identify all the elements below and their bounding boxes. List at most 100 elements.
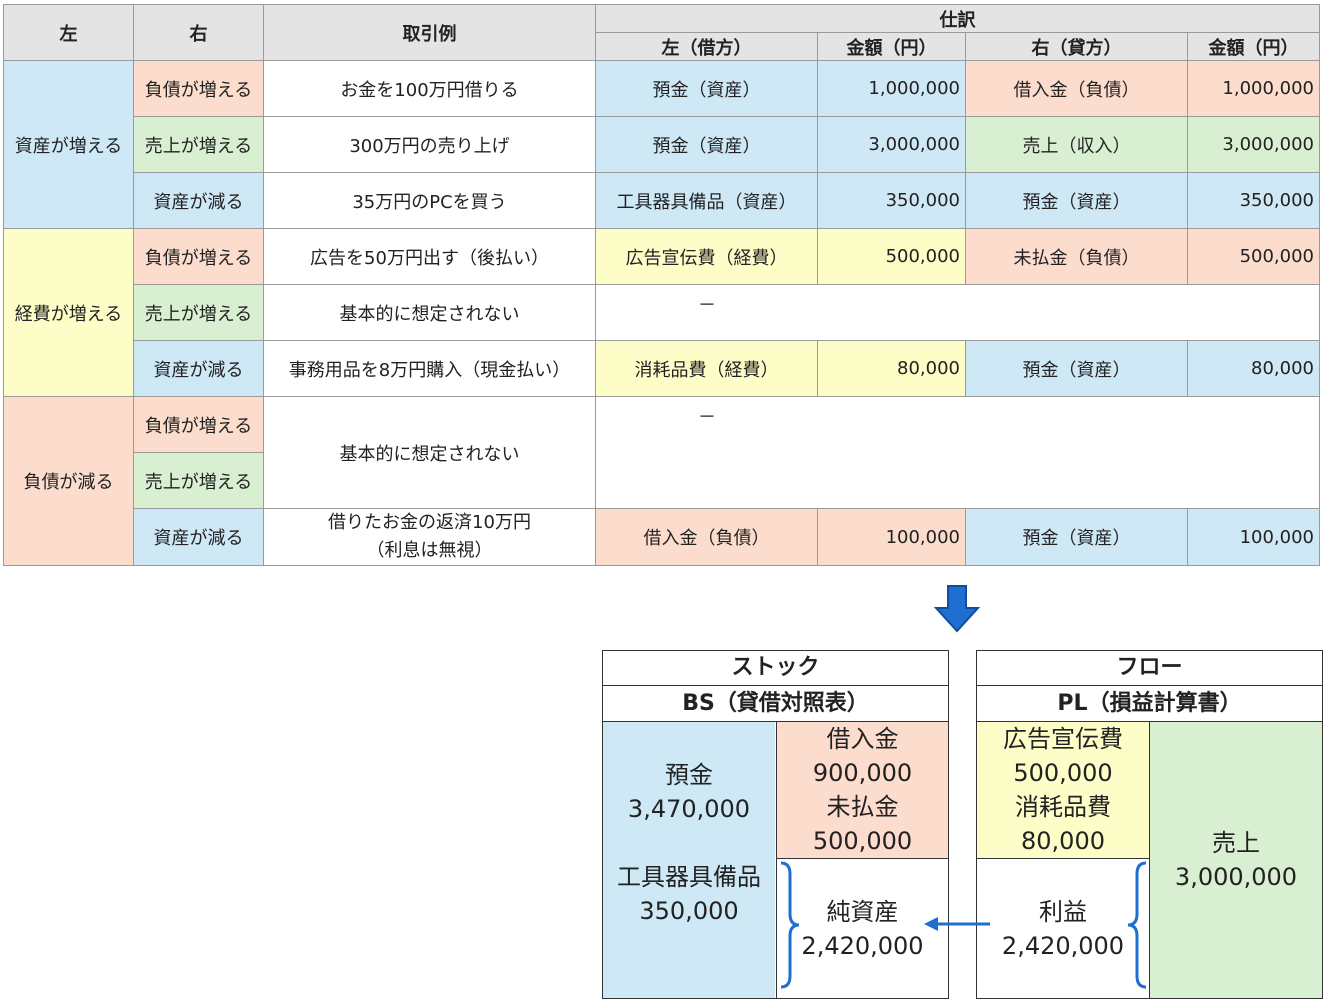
pl-brace-icon bbox=[1127, 861, 1147, 989]
row-debit: 預金（資産） bbox=[595, 60, 818, 117]
down-arrow-icon bbox=[934, 585, 980, 633]
row-credit-amount: 350,000 bbox=[1187, 172, 1320, 229]
header-debit-amount: 金額（円） bbox=[817, 32, 966, 61]
table-row: 資産が減る 事務用品を8万円購入（現金払い） 消耗品費（経費） 80,000 預… bbox=[4, 340, 1320, 397]
header-right: 右 bbox=[133, 4, 264, 61]
bs-assets: 預金 3,470,000 工具器具備品 350,000 bbox=[603, 722, 775, 998]
row-right: 売上が増える bbox=[133, 452, 264, 509]
pl-profit-label: 利益 bbox=[1039, 898, 1087, 926]
bs-equipment-value: 350,000 bbox=[639, 897, 739, 925]
table-row: 資産が減る 35万円のPCを買う 工具器具備品（資産） 350,000 預金（資… bbox=[4, 172, 1320, 229]
bs-liabilities: 借入金 900,000 未払金 500,000 bbox=[776, 722, 948, 859]
bs-unpaid-value: 500,000 bbox=[812, 827, 913, 855]
group-asset-up: 資産が増える bbox=[3, 60, 134, 229]
pl-ad-value: 500,000 bbox=[1013, 759, 1113, 787]
pl-ad-label: 広告宣伝費 bbox=[1003, 725, 1123, 753]
row-debit: 借入金（負債） bbox=[595, 508, 818, 566]
bs-loan-value: 900,000 bbox=[812, 759, 913, 787]
row-right: 売上が増える bbox=[133, 116, 264, 173]
row-credit-amount: 3,000,000 bbox=[1187, 116, 1320, 173]
row-debit-amount: 100,000 bbox=[817, 508, 966, 566]
pl-title: PL（損益計算書） bbox=[976, 685, 1323, 722]
row-right: 負債が増える bbox=[133, 228, 264, 285]
row-debit-amount: 500,000 bbox=[817, 228, 966, 285]
pl-sales-value: 3,000,000 bbox=[1174, 863, 1298, 891]
group-liability-down: 負債が減る bbox=[3, 396, 134, 566]
pl-title-flow: フロー bbox=[976, 650, 1323, 686]
bs-deposit-value: 3,470,000 bbox=[627, 795, 751, 823]
table-row: 売上が増える 基本的に想定されない － bbox=[4, 284, 1320, 341]
table-row: 経費が増える 負債が増える 広告を50万円出す（後払い） 広告宣伝費（経費） 5… bbox=[3, 228, 1320, 397]
row-dash: － bbox=[595, 284, 1320, 341]
row-example: 300万円の売り上げ bbox=[263, 116, 596, 173]
row-dash: － bbox=[595, 396, 1320, 509]
row-example-line1: 借りたお金の返済10万円 bbox=[328, 512, 531, 533]
row-example: 基本的に想定されない bbox=[263, 284, 596, 341]
row-debit: 工具器具備品（資産） bbox=[595, 172, 818, 229]
row-example: お金を100万円借りる bbox=[263, 60, 596, 117]
bs-loan-label: 借入金 bbox=[826, 725, 899, 753]
bs-title: BS（貸借対照表） bbox=[602, 685, 949, 722]
row-credit: 預金（資産） bbox=[965, 508, 1188, 566]
row-example-line2: （利息は無視） bbox=[366, 540, 493, 561]
row-credit-amount: 80,000 bbox=[1187, 340, 1320, 397]
row-example: 借りたお金の返済10万円 （利息は無視） bbox=[263, 508, 596, 566]
pl-supplies-label: 消耗品費 bbox=[1015, 793, 1111, 821]
row-example: 広告を50万円出す（後払い） bbox=[263, 228, 596, 285]
row-debit-amount: 1,000,000 bbox=[817, 60, 966, 117]
journal-table: 左 右 取引例 仕訳 左（借方） 金額（円） 右（貸方） 金額（円） 資産が増え… bbox=[3, 4, 1320, 566]
header-left: 左 bbox=[3, 4, 134, 61]
table-row: 売上が増える bbox=[4, 452, 1320, 509]
table-row: 負債が減る 負債が増える 基本的に想定されない － bbox=[3, 396, 1320, 566]
row-debit-amount: 80,000 bbox=[817, 340, 966, 397]
row-credit-amount: 500,000 bbox=[1187, 228, 1320, 285]
bs-brace-icon bbox=[780, 861, 800, 989]
header-credit-amount: 金額（円） bbox=[1187, 32, 1320, 61]
row-credit: 売上（収入） bbox=[965, 116, 1188, 173]
header-credit: 右（貸方） bbox=[965, 32, 1188, 61]
bs-equipment-label: 工具器具備品 bbox=[617, 863, 761, 891]
table-row: 売上が増える 300万円の売り上げ 預金（資産） 3,000,000 売上（収入… bbox=[4, 116, 1320, 173]
pl-supplies-value: 80,000 bbox=[1021, 827, 1105, 855]
row-right: 資産が減る bbox=[133, 508, 264, 566]
row-credit: 預金（資産） bbox=[965, 172, 1188, 229]
row-credit: 預金（資産） bbox=[965, 340, 1188, 397]
row-right: 負債が増える bbox=[133, 60, 264, 117]
pl-body bbox=[976, 721, 1323, 999]
row-debit: 預金（資産） bbox=[595, 116, 818, 173]
pl-sales: 売上 3,000,000 bbox=[1150, 722, 1322, 998]
pl-profit-value: 2,420,000 bbox=[1001, 932, 1125, 960]
header-journal: 仕訳 bbox=[595, 4, 1320, 33]
profit-to-net-assets-arrow-icon bbox=[924, 917, 990, 931]
row-right: 資産が減る bbox=[133, 340, 264, 397]
row-example: 35万円のPCを買う bbox=[263, 172, 596, 229]
header-debit: 左（借方） bbox=[595, 32, 818, 61]
bs-net-assets-label: 純資産 bbox=[826, 898, 899, 926]
row-right: 負債が増える bbox=[133, 396, 264, 453]
header-example: 取引例 bbox=[263, 4, 596, 61]
pl-expenses: 広告宣伝費 500,000 消耗品費 80,000 bbox=[977, 722, 1150, 859]
pl-profit: 利益 2,420,000 bbox=[977, 859, 1150, 998]
row-credit: 未払金（負債） bbox=[965, 228, 1188, 285]
bs-body bbox=[602, 721, 949, 999]
row-debit: 広告宣伝費（経費） bbox=[595, 228, 818, 285]
row-right: 売上が増える bbox=[133, 284, 264, 341]
table-row: 資産が増える 負債が増える お金を100万円借りる 預金（資産） 1,000,0… bbox=[3, 60, 1320, 229]
bs-title-stock: ストック bbox=[602, 650, 949, 686]
row-debit-amount: 350,000 bbox=[817, 172, 966, 229]
row-example: 基本的に想定されない bbox=[263, 396, 596, 509]
bs-net-assets-value: 2,420,000 bbox=[801, 932, 924, 960]
row-right: 資産が減る bbox=[133, 172, 264, 229]
row-credit: 借入金（負債） bbox=[965, 60, 1188, 117]
row-debit-amount: 3,000,000 bbox=[817, 116, 966, 173]
bs-unpaid-label: 未払金 bbox=[826, 793, 899, 821]
row-debit: 消耗品費（経費） bbox=[595, 340, 818, 397]
pl-sales-label: 売上 bbox=[1212, 829, 1260, 857]
bs-deposit-label: 預金 bbox=[665, 761, 713, 789]
group-expense-up: 経費が増える bbox=[3, 228, 134, 397]
row-credit-amount: 1,000,000 bbox=[1187, 60, 1320, 117]
row-credit-amount: 100,000 bbox=[1187, 508, 1320, 566]
bs-net-assets: 純資産 2,420,000 bbox=[776, 859, 948, 998]
row-example: 事務用品を8万円購入（現金払い） bbox=[263, 340, 596, 397]
table-row: 資産が減る 借りたお金の返済10万円 （利息は無視） 借入金（負債） 100,0… bbox=[4, 508, 1320, 566]
